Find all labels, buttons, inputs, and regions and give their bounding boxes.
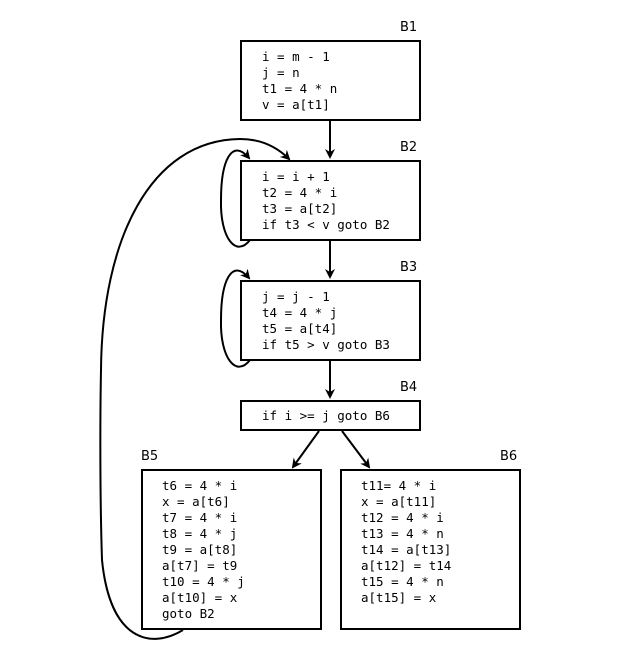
- code-line: i = i + 1: [262, 169, 330, 184]
- code-line: t15 = 4 * n: [361, 574, 444, 589]
- code-line: t7 = 4 * i: [162, 510, 237, 525]
- code-line: a[t7] = t9: [162, 558, 237, 573]
- code-line: t3 = a[t2]: [262, 201, 337, 216]
- block-b4: B4 if i >= j goto B6: [240, 380, 421, 431]
- block-b2: B2 i = i + 1 t2 = 4 * i t3 = a[t2] if t3…: [240, 140, 421, 241]
- block-label: B1: [400, 20, 417, 35]
- block-b6: B6 t11= 4 * i x = a[t11] t12 = 4 * i t13…: [340, 449, 521, 630]
- code-line: t6 = 4 * i: [162, 478, 237, 493]
- block-label: B2: [400, 140, 417, 155]
- block-label: B6: [500, 449, 517, 464]
- edge-b2-self-loop: [219, 148, 251, 248]
- code-line: a[t10] = x: [162, 590, 238, 605]
- code-line: t13 = 4 * n: [361, 526, 444, 541]
- code-line: t9 = a[t8]: [162, 542, 237, 557]
- edge-b3-self-loop: [219, 268, 251, 368]
- code-line: if t3 < v goto B2: [262, 217, 390, 232]
- code-line: x = a[t6]: [162, 494, 230, 509]
- code-line: x = a[t11]: [361, 494, 436, 509]
- code-line: t5 = a[t4]: [262, 321, 337, 336]
- code-line: j = j - 1: [262, 289, 330, 304]
- code-line: i = m - 1: [262, 49, 330, 64]
- code-line: if t5 > v goto B3: [262, 337, 390, 352]
- code-line: t11= 4 * i: [361, 478, 436, 493]
- block-b1: B1 i = m - 1 j = n t1 = 4 * n v = a[t1]: [240, 20, 421, 121]
- code-line: t14 = a[t13]: [361, 542, 451, 557]
- code-line: a[t12] = t14: [361, 558, 451, 573]
- edge-b5-b2: [99, 137, 291, 640]
- block-b5: B5 t6 = 4 * i x = a[t6] t7 = 4 * i t8 = …: [141, 449, 322, 630]
- block-label: B3: [400, 260, 417, 275]
- code-line: v = a[t1]: [262, 97, 330, 112]
- code-line: t2 = 4 * i: [262, 185, 337, 200]
- edge-b4-b5: [291, 430, 320, 469]
- code-line: j = n: [262, 65, 300, 80]
- code-line: t10 = 4 * j: [162, 574, 245, 589]
- code-line: t1 = 4 * n: [262, 81, 337, 96]
- code-line: t8 = 4 * j: [162, 526, 237, 541]
- block-label: B4: [400, 380, 417, 395]
- block-label: B5: [141, 449, 158, 464]
- block-b3: B3 j = j - 1 t4 = 4 * j t5 = a[t4] if t5…: [240, 260, 421, 361]
- code-line: if i >= j goto B6: [262, 408, 390, 423]
- edge-b4-b6: [341, 430, 371, 469]
- code-line: t12 = 4 * i: [361, 510, 444, 525]
- code-line: goto B2: [162, 606, 215, 621]
- code-line: t4 = 4 * j: [262, 305, 337, 320]
- code-line: a[t15] = x: [361, 590, 437, 605]
